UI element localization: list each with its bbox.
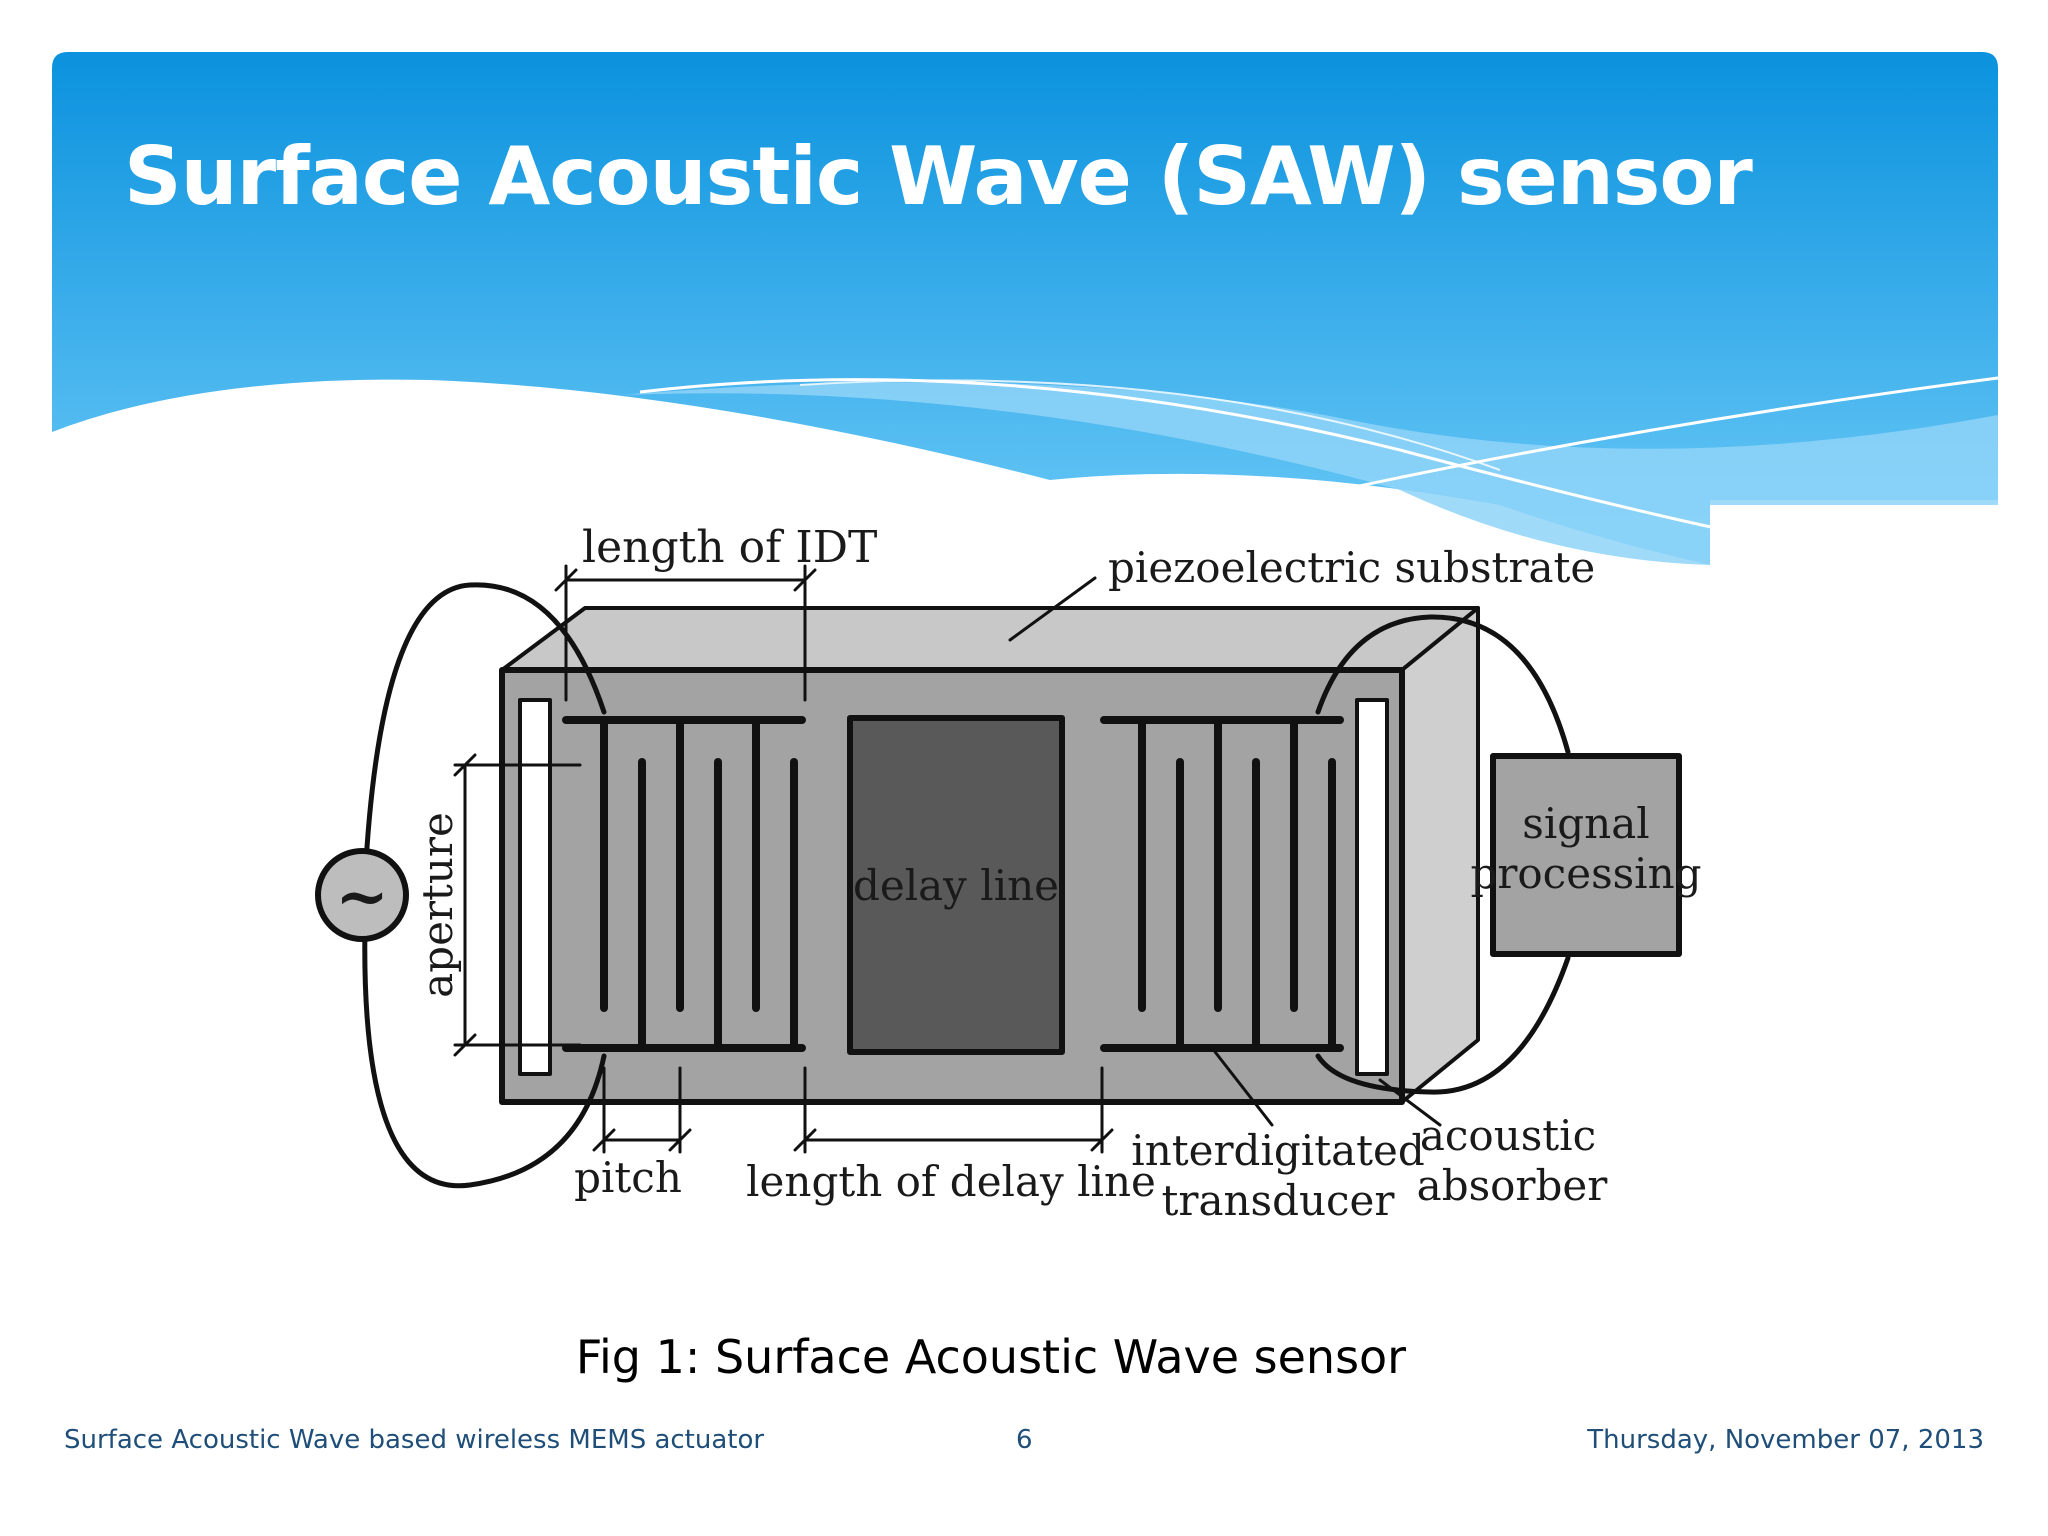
label-pitch: pitch — [574, 1153, 682, 1202]
label-signal: signal — [1522, 799, 1649, 848]
slide-title: Surface Acoustic Wave (SAW) sensor — [124, 130, 1753, 223]
acoustic-absorber-left — [518, 698, 552, 1076]
label-absorber: absorber — [1417, 1161, 1609, 1210]
figure-caption: Fig 1: Surface Acoustic Wave sensor — [575, 1330, 1407, 1384]
source-wire-bottom — [362, 922, 607, 1189]
dim-length-of-idt — [554, 564, 817, 702]
label-acoustic: acoustic — [1420, 1111, 1596, 1160]
dim-pitch — [592, 1066, 692, 1154]
signal-wire-bottom — [1315, 955, 1571, 1095]
label-aperture: aperture — [413, 812, 462, 998]
acoustic-absorber-right — [1355, 698, 1389, 1076]
delay-line-region — [847, 715, 1065, 1055]
label-processing: processing — [1470, 849, 1701, 898]
title-banner — [52, 52, 1999, 565]
substrate-top-face — [500, 606, 1480, 672]
idt-left — [562, 716, 806, 1052]
ac-source-symbol: ~ — [335, 859, 389, 934]
leader-substrate — [1008, 576, 1097, 642]
label-interdigitated: interdigitated — [1131, 1126, 1424, 1175]
ac-source — [315, 848, 409, 942]
footer-title: Surface Acoustic Wave based wireless MEM… — [64, 1425, 765, 1455]
substrate-side-face — [1400, 606, 1480, 1104]
signal-wire-top — [1315, 614, 1571, 755]
idt-right — [1100, 716, 1344, 1052]
label-transducer: transducer — [1162, 1176, 1396, 1225]
label-delay-line: delay line — [853, 861, 1059, 910]
footer-date: Thursday, November 07, 2013 — [1587, 1425, 1984, 1455]
leader-absorber — [1378, 1078, 1442, 1127]
footer-page-number: 6 — [1016, 1425, 1033, 1455]
signal-processing-box — [1490, 753, 1682, 957]
label-length-of-delay-line: length of delay line — [746, 1157, 1156, 1206]
leader-idt — [1210, 1046, 1274, 1127]
label-length-of-idt: length of IDT — [582, 522, 877, 573]
dim-length-of-delay-line — [793, 1066, 1114, 1154]
dim-aperture — [453, 753, 582, 1057]
label-piezoelectric-substrate: piezoelectric substrate — [1108, 543, 1595, 592]
